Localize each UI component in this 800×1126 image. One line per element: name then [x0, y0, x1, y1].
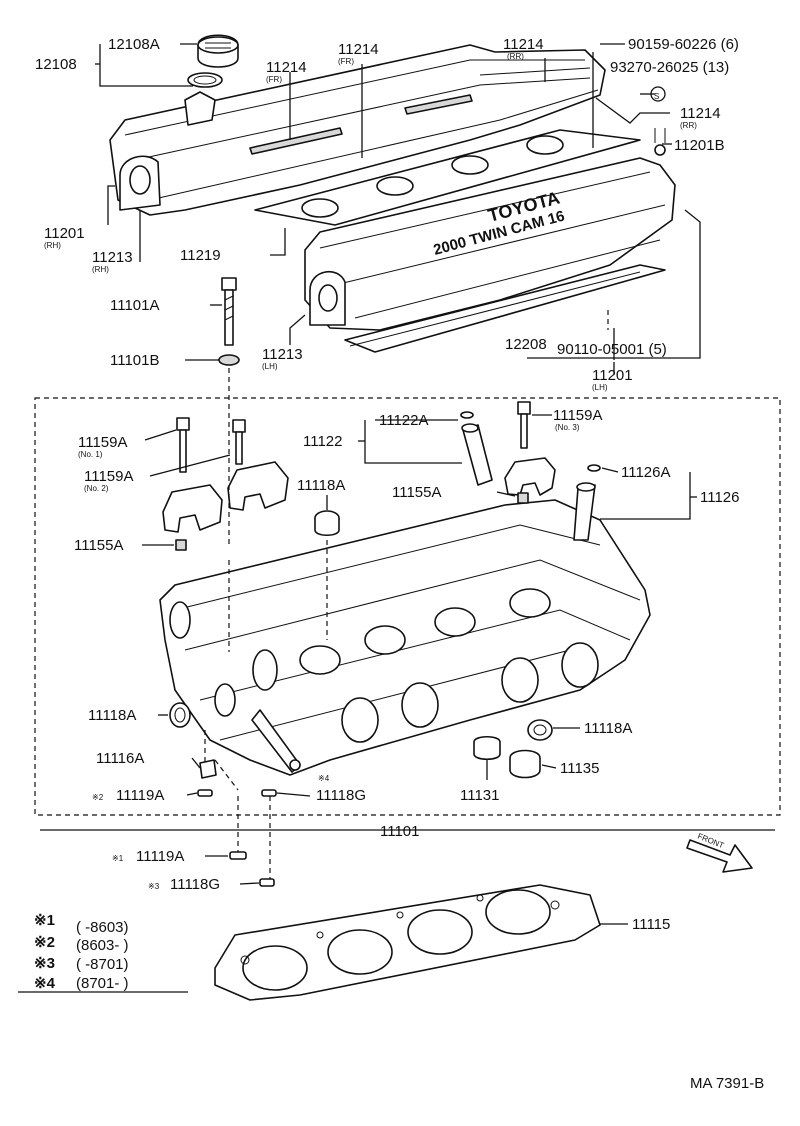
callout-11214-fr-a: 11214	[266, 59, 307, 76]
bolt-11101A-illustration	[218, 277, 240, 366]
callout-11122A: 11122A	[379, 412, 429, 429]
small-parts-illustration	[169, 411, 601, 887]
legend-mark-4: ※4	[34, 975, 56, 992]
callout-11135: 11135	[560, 760, 600, 777]
callout-11118A-right: 11118A	[584, 720, 632, 737]
callout-11119A-inner: 11119A	[116, 787, 164, 804]
callout-12108A: 12108A	[108, 36, 160, 53]
callout-mark1-outer: ※1	[112, 854, 124, 863]
s-symbol-circle	[650, 86, 666, 102]
cam-cover-rh-illustration	[109, 44, 606, 216]
callout-11214-rr-a: 11214	[503, 36, 544, 53]
callout-11214-fr-b-sub: (FR)	[338, 57, 354, 66]
callout-11201-rh-sub: (RH)	[44, 241, 61, 250]
callout-11214-rr-a-sub: (RR)	[507, 52, 524, 61]
legend-mark-2: ※2	[34, 934, 55, 951]
legend-range-2: (8603- )	[76, 937, 129, 954]
front-direction-arrow: FRONT	[686, 832, 753, 873]
callout-11159A-no1: 11159A	[78, 434, 128, 451]
callout-mark2-inner: ※2	[92, 793, 104, 802]
callout-11155A-top: 11155A	[392, 484, 442, 501]
bearing-caps-illustration	[162, 457, 556, 533]
callout-11214-fr-b: 11214	[338, 41, 379, 58]
callout-11118A-left: 11118A	[88, 707, 136, 724]
callout-mark4: ※4	[318, 774, 330, 783]
callout-11115: 11115	[632, 916, 670, 933]
legend-mark-1: ※1	[34, 912, 55, 929]
callout-11118G-outer: 11118G	[170, 876, 220, 893]
callout-mark3-outer: ※3	[148, 882, 160, 891]
callout-11131: 11131	[460, 787, 500, 804]
callout-11219: 11219	[180, 247, 221, 264]
assembly-boundary	[34, 397, 781, 816]
leader-lines	[40, 43, 775, 925]
cam-cover-lh-illustration	[304, 128, 676, 353]
callout-11159A-no2-sub: (No. 2)	[84, 484, 109, 493]
callout-11155A-left: 11155A	[74, 537, 124, 554]
callout-12208: 12208	[505, 336, 547, 353]
cam-bolts-illustration	[176, 401, 531, 473]
callout-11118G-inner: 11118G	[316, 787, 366, 804]
callout-11213-lh-sub: (LH)	[262, 362, 278, 371]
oil-filler-cap-illustration	[184, 34, 239, 126]
date-range-legend: ※1 ( -8603) ※2 (8603- ) ※3 ( -8701) ※4 (…	[18, 912, 188, 993]
callout-11214-rr-b: 11214	[680, 105, 721, 122]
callout-93270-26025: 93270-26025 (13)	[610, 59, 729, 76]
callout-12108: 12108	[35, 56, 77, 73]
callout-11201-lh: 11201	[592, 367, 633, 384]
callout-11119A-outer: 11119A	[136, 848, 184, 865]
callout-11116A: 11116A	[96, 750, 144, 767]
callout-11214-fr-a-sub: (FR)	[266, 75, 282, 84]
callout-11126A: 11126A	[621, 464, 671, 481]
callout-11201B: 11201B	[674, 137, 725, 154]
legend-mark-3: ※3	[34, 955, 55, 972]
callout-11126: 11126	[700, 489, 740, 506]
callout-11101A: 11101A	[110, 297, 160, 314]
callout-11214-rr-b-sub: (RR)	[680, 121, 697, 130]
alignment-dashes	[204, 310, 609, 879]
s-symbol: S	[654, 92, 659, 101]
callout-11201-rh: 11201	[44, 225, 85, 242]
cylinder-head-illustration	[159, 499, 651, 776]
callout-11159A-no2: 11159A	[84, 468, 134, 485]
head-gasket-11115-illustration	[214, 884, 601, 1001]
callout-11101B: 11101B	[110, 352, 160, 369]
callout-11159A-no3-sub: (No. 3)	[555, 423, 580, 432]
callout-11122: 11122	[303, 433, 343, 450]
legend-range-4: (8701- )	[76, 975, 129, 992]
callout-90159-60226: 90159-60226 (6)	[628, 36, 739, 53]
gasket-plate-11219-illustration	[254, 129, 641, 226]
callout-11201-lh-sub: (LH)	[592, 383, 608, 392]
legend-range-3: ( -8701)	[76, 956, 129, 973]
legend-range-1: ( -8603)	[76, 919, 129, 936]
figure-code: MA 7391-B	[690, 1075, 764, 1092]
callout-90110-05001: 90110-05001 (5)	[557, 341, 667, 358]
callout-11213-rh-sub: (RH)	[92, 265, 109, 274]
callout-11159A-no3: 11159A	[553, 407, 603, 424]
callout-11118A-top: 11118A	[297, 477, 345, 494]
callout-11159A-no1-sub: (No. 1)	[78, 450, 103, 459]
callout-11213-lh: 11213	[262, 346, 303, 363]
callout-11101: 11101	[380, 823, 420, 840]
callout-11213-rh: 11213	[92, 249, 133, 266]
